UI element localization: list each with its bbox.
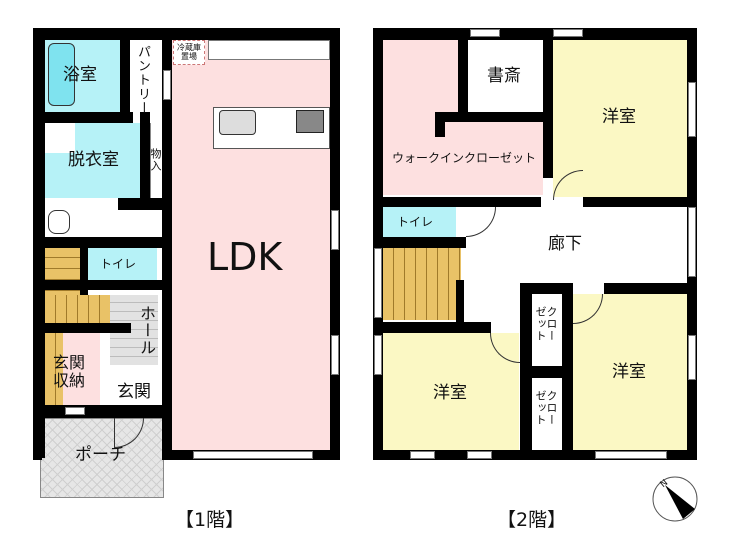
window	[470, 29, 500, 37]
wall	[583, 197, 697, 207]
window	[193, 451, 313, 459]
wall	[33, 405, 172, 418]
wall	[33, 280, 163, 290]
bath-label: 浴室	[63, 65, 97, 85]
closet-upper-label: クローゼット	[534, 306, 558, 342]
toilet-label-floor2: トイレ	[397, 215, 434, 229]
window	[688, 335, 696, 380]
wall	[33, 112, 133, 123]
wall	[373, 28, 697, 40]
closet-upper-area	[532, 294, 562, 354]
wall	[373, 322, 491, 333]
walkin-closet-label: ウォークインクローゼット	[392, 151, 537, 165]
pantry-label: パントリー	[135, 45, 150, 115]
north-arrow-icon: N	[651, 475, 699, 523]
stove-icon	[296, 110, 324, 133]
storage-label: 物入	[149, 148, 162, 172]
window	[331, 210, 339, 250]
window	[553, 29, 583, 37]
floor-1-title: 【1階】	[175, 509, 245, 531]
closet-lower-area	[532, 378, 562, 440]
wall	[435, 112, 445, 137]
sink-icon	[219, 110, 256, 135]
study-area	[468, 40, 543, 112]
western-room-se-label: 洋室	[612, 362, 646, 382]
window	[65, 407, 85, 415]
corridor-label: 廊下	[548, 234, 582, 254]
bathtub-icon	[48, 43, 75, 106]
western-room-sw-label: 洋室	[433, 383, 467, 403]
fridge-space	[173, 40, 205, 65]
wall	[520, 366, 572, 378]
western-room-ne-label: 洋室	[602, 107, 636, 127]
study-label: 書斎	[487, 66, 521, 86]
wall	[373, 197, 541, 207]
stairs-floor2	[383, 248, 461, 320]
entrance-label: 玄関	[117, 382, 151, 402]
window	[374, 248, 382, 318]
fridge-label: 冷蔵庫 置場	[177, 43, 201, 61]
wall	[33, 237, 163, 248]
wall	[604, 283, 697, 294]
dressing-label: 脱衣室	[68, 150, 119, 170]
wall	[118, 198, 168, 210]
wall	[33, 28, 340, 40]
window	[688, 207, 696, 277]
floor-2-title: 【2階】	[497, 509, 567, 531]
entrance-storage-shelves	[45, 333, 63, 405]
porch-label: ポーチ	[75, 445, 126, 465]
wall	[373, 450, 697, 460]
toilet-label-floor1: トイレ	[100, 257, 137, 271]
wall	[373, 237, 466, 248]
window	[410, 451, 435, 459]
window	[467, 451, 492, 459]
toilet-door-floor2[interactable]	[466, 207, 496, 237]
pantry-area	[130, 40, 160, 112]
wall	[456, 280, 464, 323]
kitchen-counter-back	[208, 40, 330, 60]
walkin-closet-area-b	[445, 122, 543, 195]
washbasin-icon	[48, 210, 70, 234]
wall	[458, 28, 468, 122]
wall	[33, 323, 131, 333]
western-room-sw-area	[383, 333, 519, 451]
wall	[520, 283, 572, 294]
western-room-se-area	[573, 294, 687, 451]
wall	[162, 28, 172, 460]
dressing-white	[45, 123, 75, 153]
toilet-area-floor2	[383, 207, 456, 237]
porch-area	[40, 418, 164, 498]
window	[163, 70, 171, 100]
entrance-storage-label: 玄関収納	[53, 353, 86, 390]
wall	[33, 418, 42, 460]
window	[688, 82, 696, 137]
ldk-label: LDK	[207, 235, 283, 279]
hall-label: ホール	[137, 305, 156, 356]
wall	[435, 112, 553, 122]
wall	[543, 28, 553, 178]
window	[595, 451, 667, 459]
window	[374, 335, 382, 375]
wall	[80, 248, 88, 295]
closet-lower-label: クローゼット	[534, 390, 558, 426]
entrance-area	[100, 375, 158, 405]
window	[331, 335, 339, 375]
wall	[140, 112, 150, 208]
toilet-area-floor1	[87, 248, 157, 280]
wall	[120, 28, 130, 123]
